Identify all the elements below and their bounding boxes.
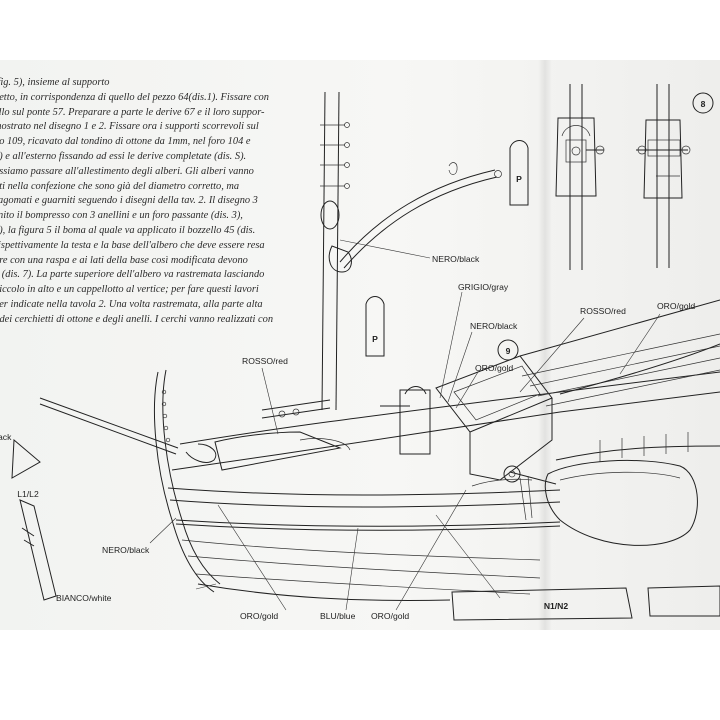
label-rosso-left: ROSSO/red (242, 356, 288, 366)
label-oro-upper: ORO/gold (475, 363, 513, 373)
figure-8-number: 8 (701, 99, 706, 109)
text-line: uer indicate nella tavola 2. Una volta r… (0, 298, 263, 310)
part-l1-l2: L1/L2 (11, 438, 57, 601)
text-line: 5 (dis. 7). La parte superiore dell'albe… (0, 269, 265, 281)
text-line: petto, in corrispondenza di quello del p… (0, 91, 269, 103)
text-line: nti nella confezione che sono già del di… (0, 180, 240, 192)
instruction-text: (fig. 5), insieme al supporto petto, in … (0, 76, 294, 328)
text-line: mostrato nel disegno 1 e 2. Fissare ora … (0, 121, 259, 133)
figure-9-badge: 9 (497, 339, 519, 361)
text-line: 1) e all'esterno fissando ad essi le der… (0, 150, 247, 162)
label-oro-right: ORO/gold (657, 301, 695, 311)
part-n1-n2: N1/N2 (451, 585, 720, 621)
mast-step-right (636, 84, 691, 268)
boom-drawing (328, 162, 502, 273)
paper-page (0, 60, 720, 630)
label-black-cut: ack (0, 432, 12, 442)
label-grigio: GRIGIO/gray (458, 282, 509, 292)
label-blu: BLU/blue (320, 611, 356, 621)
figure-8-badge: 8 (692, 92, 714, 114)
label-nero-hull: NERO/black (102, 545, 150, 555)
mast-step-left (555, 84, 605, 270)
part-n1-n2-label: N1/N2 (544, 601, 569, 611)
text-line: rnito il bompresso con 3 anellini e un f… (0, 210, 243, 222)
part-p-lower: P (365, 296, 385, 357)
figure-9-number: 9 (506, 346, 511, 356)
part-p-upper-label: P (516, 174, 522, 184)
label-oro-bottom-left: ORO/gold (240, 611, 278, 621)
text-line: sagomati e guarniti seguendo i disegni d… (0, 195, 258, 207)
label-nero-deck: NERO/black (470, 321, 518, 331)
text-line: rispettivamente la testa e la base dell'… (0, 239, 265, 251)
text-line: i dei cerchietti di ottone e degli anell… (0, 313, 274, 325)
page-fold (538, 60, 552, 630)
label-oro-bottom-right: ORO/gold (371, 611, 409, 621)
mast-drawing (320, 91, 350, 411)
part-l1-l2-label: L1/L2 (17, 489, 39, 499)
text-line: ello sul ponte 57. Preparare a parte le … (0, 106, 265, 118)
part-p-upper: P (509, 140, 529, 206)
text-line: (fig. 5), insieme al supporto (0, 77, 110, 88)
text-line: ore con una raspa e ai lati della base c… (0, 254, 248, 266)
hull-drawing (39, 299, 720, 601)
leader-lines (149, 239, 661, 611)
color-labels: NERO/black GRIGIO/gray NERO/black ORO/go… (0, 254, 695, 621)
label-nero-mast: NERO/black (432, 254, 480, 264)
text-line: 4), la figura 5 il boma al quale va appl… (0, 224, 256, 236)
label-bianco: BIANCO/white (56, 593, 112, 603)
part-p-lower-label: P (372, 334, 378, 344)
text-line: ossiamo passare all'allestimento degli a… (0, 165, 254, 177)
text-line: no 109, ricavato dal tondino di ottone d… (0, 136, 251, 148)
text-line: piccolo in alto e un cappellotto al vert… (0, 284, 259, 296)
label-rosso-right: ROSSO/red (580, 306, 626, 316)
